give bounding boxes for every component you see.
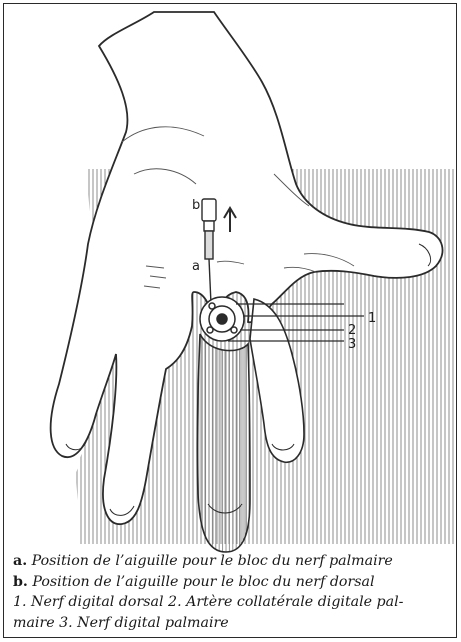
label-b: b [192,198,200,213]
label-a: a [192,259,200,274]
figure-caption: a. Position de l’aiguille pour le bloc d… [13,551,453,633]
label-1: 1 [368,311,376,326]
caption-line-3: 1. Nerf digital dorsal 2. Artère collaté… [13,592,453,613]
middle-finger [197,334,250,552]
hand-illustration: b a 1 2 3 [4,4,456,574]
label-2: 2 [348,323,356,338]
caption-a-marker: a. [13,553,27,569]
caption-line-4: maire 3. Nerf digital palmaire [13,613,453,634]
label-3: 3 [348,337,356,352]
caption-line-b: b. Position de l’aiguille pour le bloc d… [13,572,453,593]
caption-line-a: a. Position de l’aiguille pour le bloc d… [13,551,453,572]
caption-b-text: Position de l’aiguille pour le bloc du n… [28,574,375,590]
caption-b-marker: b. [13,574,28,590]
figure-frame: b a 1 2 3 a. Position de l’aiguille pour… [3,3,457,638]
caption-a-text: Position de l’aiguille pour le bloc du n… [27,553,393,569]
